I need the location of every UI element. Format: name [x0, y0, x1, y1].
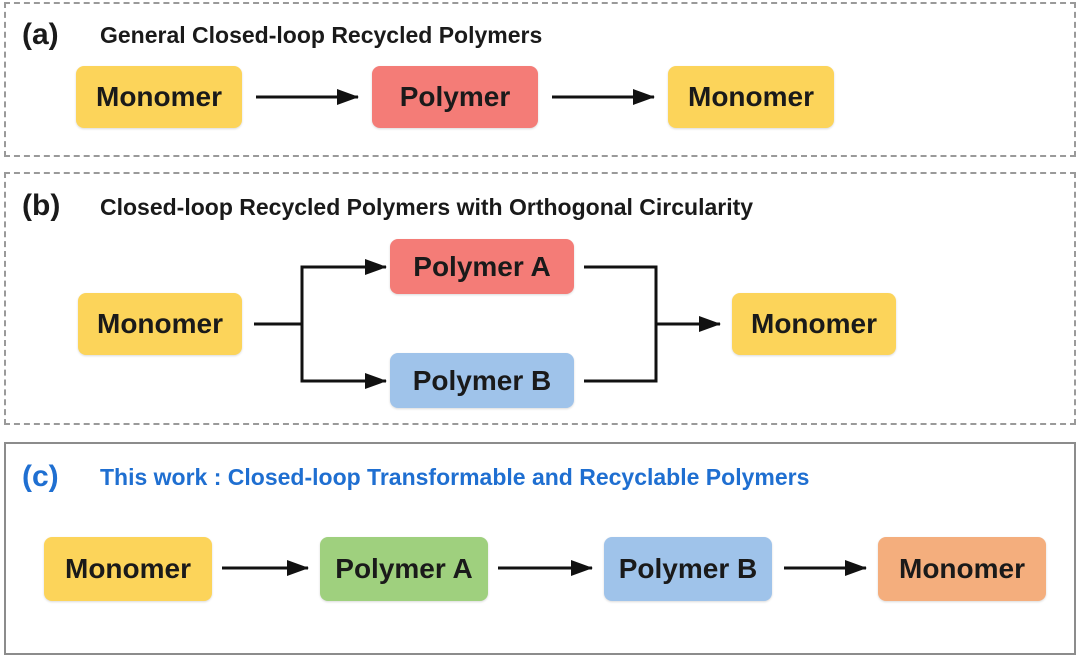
panel-a-monomer-end: Monomer [668, 66, 834, 128]
panel-c-monomer-end: Monomer [878, 537, 1046, 601]
panel-c-polymer-b: Polymer B [604, 537, 772, 601]
panel-a [4, 2, 1076, 157]
panel-c-label: (c) [22, 460, 59, 493]
panel-b-title: Closed-loop Recycled Polymers with Ortho… [100, 194, 754, 220]
panel-b-label: (b) [22, 189, 61, 222]
panel-a-label: (a) [22, 18, 59, 51]
panel-b-monomer-start: Monomer [78, 293, 242, 355]
arrow-b-to-polymer-a [300, 259, 387, 324]
panel-b [4, 172, 1076, 425]
panel-b-polymer-b: Polymer B [390, 353, 574, 408]
panel-a-polymer: Polymer [372, 66, 538, 128]
panel-c [4, 442, 1076, 655]
panel-c-title: This work : Closed-loop Transformable an… [100, 464, 810, 490]
panel-c-monomer-start: Monomer [44, 537, 212, 601]
panel-c-polymer-a: Polymer A [320, 537, 488, 601]
panel-a-title: General Closed-loop Recycled Polymers [100, 22, 543, 48]
arrow-b-to-polymer-b [300, 324, 387, 389]
panel-b-monomer-end: Monomer [732, 293, 896, 355]
arrow-b-from-polymer-b [584, 324, 658, 383]
panel-a-monomer-start: Monomer [76, 66, 242, 128]
panel-b-polymer-a: Polymer A [390, 239, 574, 294]
arrow-b-from-polymer-a [584, 265, 658, 324]
